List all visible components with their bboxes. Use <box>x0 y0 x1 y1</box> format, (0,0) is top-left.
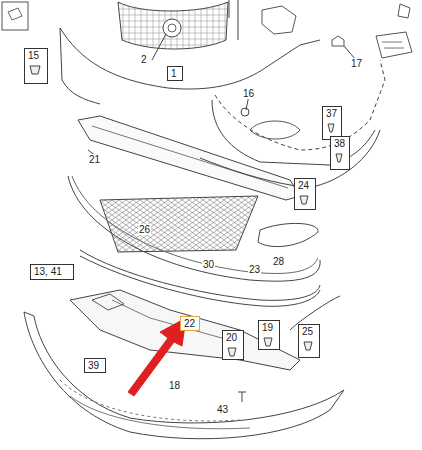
callout-number: 19 <box>262 322 276 333</box>
callout-box: 19 <box>258 320 280 350</box>
callout-number: 20 <box>226 332 240 343</box>
callout-box: 20 <box>222 330 244 360</box>
callout-number: 16 <box>242 88 255 99</box>
callout-number: 23 <box>248 264 261 275</box>
callout-number: 28 <box>272 256 285 267</box>
callout-number: 39 <box>88 360 102 371</box>
callout-box: 39 <box>84 358 106 373</box>
callout-box: 1 <box>167 66 183 81</box>
fastener-icon <box>302 340 316 352</box>
callout-number: 30 <box>202 259 215 270</box>
callout-box: 25 <box>298 324 320 358</box>
callout-number: 2 <box>140 54 148 65</box>
callout-number: 38 <box>334 138 346 149</box>
fastener-icon <box>334 152 346 164</box>
fastener-icon <box>298 194 312 206</box>
callout-box: 13, 41 <box>30 264 74 280</box>
fastener-icon <box>262 336 276 348</box>
callout-number: 1 <box>171 68 179 79</box>
fastener-icon <box>28 64 44 76</box>
callout-number: 15 <box>28 50 44 61</box>
callout-number: 24 <box>298 180 312 191</box>
callout-number: 21 <box>88 154 101 165</box>
callout-number: 43 <box>216 404 229 415</box>
callout-number: 18 <box>168 380 181 391</box>
callout-box: 15 <box>24 48 48 84</box>
callout-number: 17 <box>350 58 363 69</box>
callout-number: 26 <box>138 224 151 235</box>
callout-box: 24 <box>294 178 316 210</box>
callout-box: 38 <box>330 136 350 170</box>
callout-box: 22 <box>180 316 200 331</box>
callout-number: 22 <box>184 318 196 329</box>
fastener-icon <box>326 122 338 134</box>
fastener-icon <box>226 346 240 358</box>
callout-box: 37 <box>322 106 342 140</box>
callout-number: 37 <box>326 108 338 119</box>
callout-number: 13, 41 <box>34 266 70 277</box>
callout-number: 25 <box>302 326 316 337</box>
